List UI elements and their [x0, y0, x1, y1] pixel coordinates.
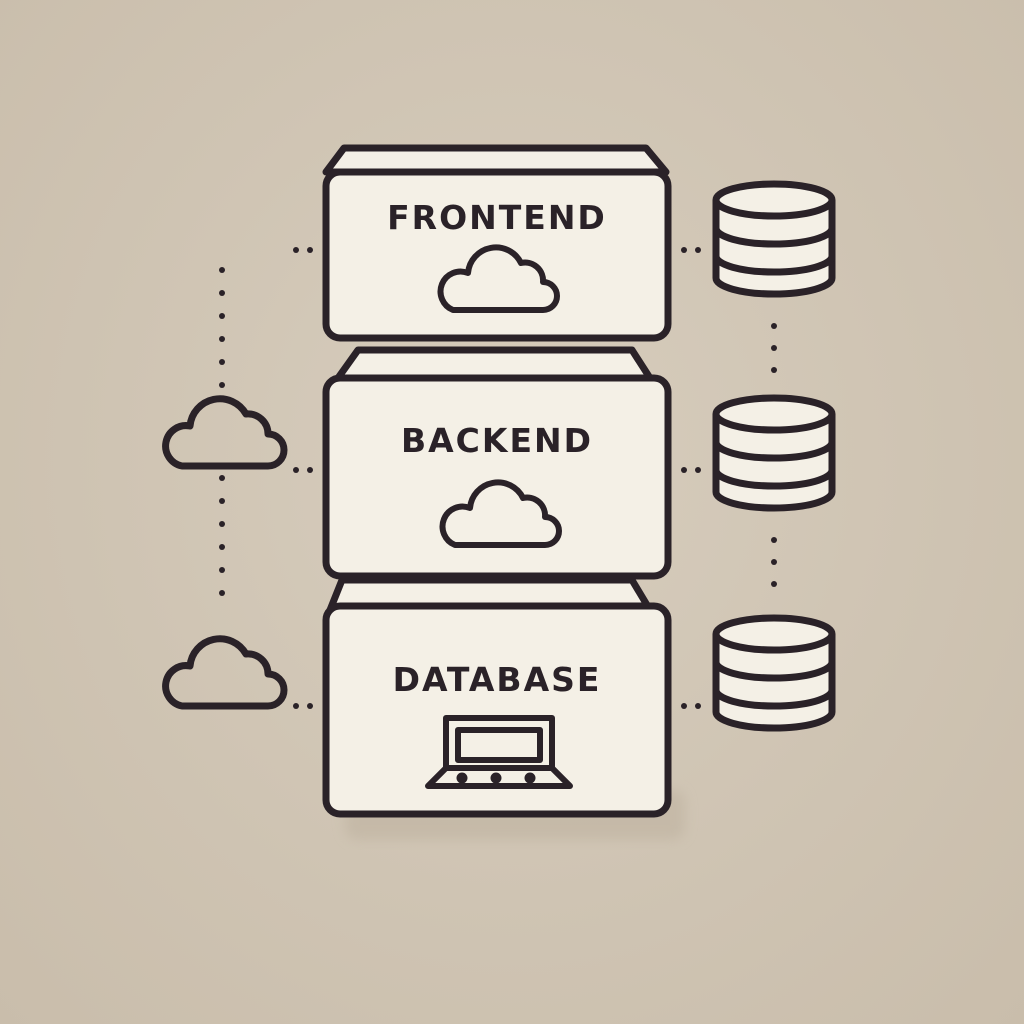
- layer-database-box: [322, 602, 672, 818]
- connector-horizontal-dots: [293, 247, 701, 709]
- database-cylinder-icon: [712, 614, 836, 732]
- layer-backend-top-face: [334, 346, 654, 382]
- layer-database-label: DATABASE: [393, 660, 602, 699]
- layer-frontend-top-face: [322, 144, 670, 176]
- cloud-icon: [162, 395, 288, 470]
- cloud-icon: [162, 635, 288, 710]
- connector-right-vertical: [771, 323, 777, 587]
- layer-backend[interactable]: BACKEND: [322, 346, 672, 580]
- layer-backend-box: [322, 374, 672, 580]
- laptop-icon: [425, 715, 573, 789]
- connector-left-vertical: [219, 267, 225, 596]
- cloud-icon: [437, 244, 560, 313]
- layer-frontend-box: [322, 168, 672, 342]
- cloud-icon: [439, 479, 562, 548]
- layer-backend-label: BACKEND: [401, 421, 593, 460]
- layer-database[interactable]: DATABASE: [322, 576, 672, 818]
- layer-frontend-label: FRONTEND: [387, 198, 607, 237]
- database-cylinder-icon: [712, 394, 836, 512]
- layer-frontend[interactable]: FRONTEND: [322, 144, 672, 342]
- database-cylinder-icon: [712, 180, 836, 298]
